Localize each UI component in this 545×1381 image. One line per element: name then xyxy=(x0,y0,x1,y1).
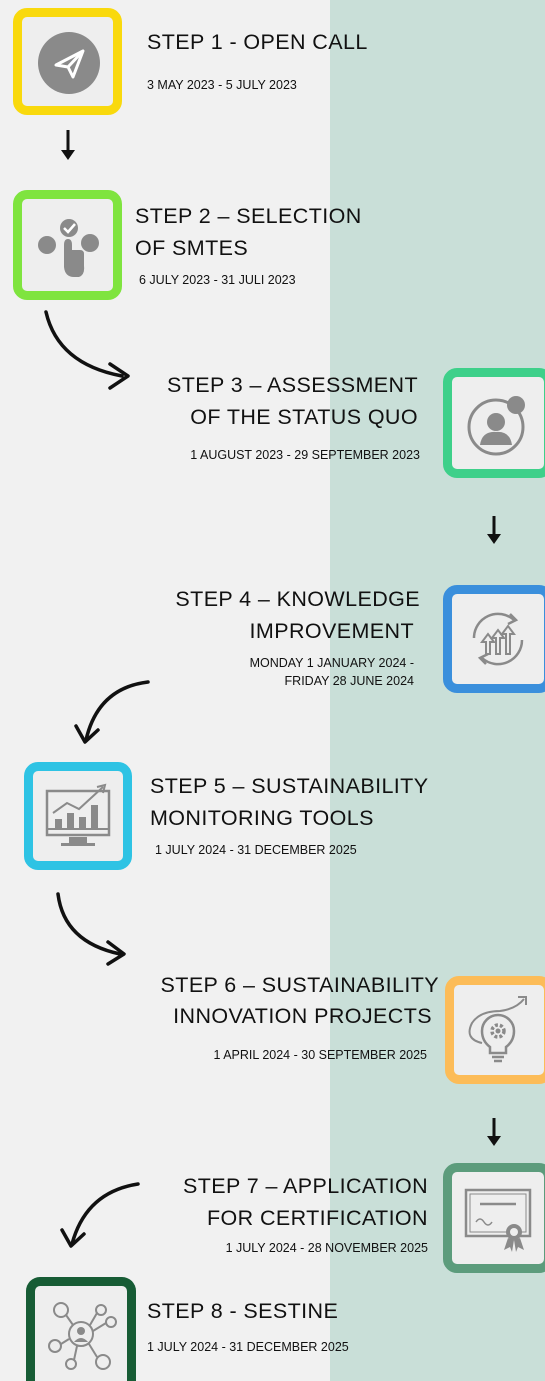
step5-icon-box xyxy=(24,762,132,870)
step2-icon-box xyxy=(13,190,122,300)
step2-title-line2: OF SMTES xyxy=(135,236,249,260)
step1-icon-box xyxy=(13,8,122,115)
step4-title-line2: IMPROVEMENT xyxy=(249,619,414,643)
hand-select-icon xyxy=(38,219,99,277)
monitor-chart-icon xyxy=(45,783,111,846)
arrow-down-icon xyxy=(61,130,75,160)
curved-arrow-right-icon xyxy=(44,310,130,390)
step1-title: STEP 1 - OPEN CALL xyxy=(147,30,368,54)
step3-title-line1: STEP 3 – ASSESSMENT xyxy=(167,373,418,397)
step7-title-line1: STEP 7 – APPLICATION xyxy=(183,1174,428,1198)
step7-date: 1 JULY 2024 - 28 NOVEMBER 2025 xyxy=(225,1241,428,1255)
step4-date-line2: FRIDAY 28 JUNE 2024 xyxy=(284,674,414,688)
network-people-icon xyxy=(48,1302,117,1370)
step4-title-line1: STEP 4 – KNOWLEDGE xyxy=(175,587,420,611)
lightbulb-gear-icon xyxy=(468,996,527,1063)
step6-title-line2: INNOVATION PROJECTS xyxy=(173,1004,432,1028)
step4-icon-box xyxy=(443,585,545,693)
growth-cycle-icon xyxy=(472,612,524,666)
arrow-down-icon xyxy=(487,1118,501,1146)
step3-icon-box xyxy=(443,368,545,478)
step6-date: 1 APRIL 2024 - 30 SEPTEMBER 2025 xyxy=(213,1048,427,1062)
step6-icon-box xyxy=(445,976,545,1084)
step8-date: 1 JULY 2024 - 31 DECEMBER 2025 xyxy=(147,1340,349,1354)
step6-title-line1: STEP 6 – SUSTAINABILITY xyxy=(160,973,439,997)
step2-title-line1: STEP 2 – SELECTION xyxy=(135,204,362,228)
arrow-down-icon xyxy=(487,516,501,544)
step2-date: 6 JULY 2023 - 31 JULI 2023 xyxy=(139,273,296,287)
curved-arrow-left-icon xyxy=(60,1182,140,1248)
curved-arrow-right-icon xyxy=(56,892,126,966)
step7-title-line2: FOR CERTIFICATION xyxy=(206,1206,428,1230)
certificate-icon xyxy=(464,1188,532,1252)
step8-icon-box xyxy=(26,1277,136,1381)
step1-date: 3 MAY 2023 - 5 JULY 2023 xyxy=(147,78,297,92)
curved-arrow-left-icon xyxy=(74,680,150,744)
step3-title-line2: OF THE STATUS QUO xyxy=(190,405,418,429)
step4-date-line1: MONDAY 1 JANUARY 2024 - xyxy=(249,656,414,670)
step8-title: STEP 8 - SESTINE xyxy=(147,1299,339,1323)
step5-title-line2: MONITORING TOOLS xyxy=(150,806,374,830)
step5-date: 1 JULY 2024 - 31 DECEMBER 2025 xyxy=(155,843,357,857)
paper-plane-icon xyxy=(38,32,100,94)
step7-icon-box xyxy=(443,1163,545,1273)
user-profile-icon xyxy=(467,396,525,456)
step5-title-line1: STEP 5 – SUSTAINABILITY xyxy=(150,774,429,798)
step3-date: 1 AUGUST 2023 - 29 SEPTEMBER 2023 xyxy=(190,448,420,462)
